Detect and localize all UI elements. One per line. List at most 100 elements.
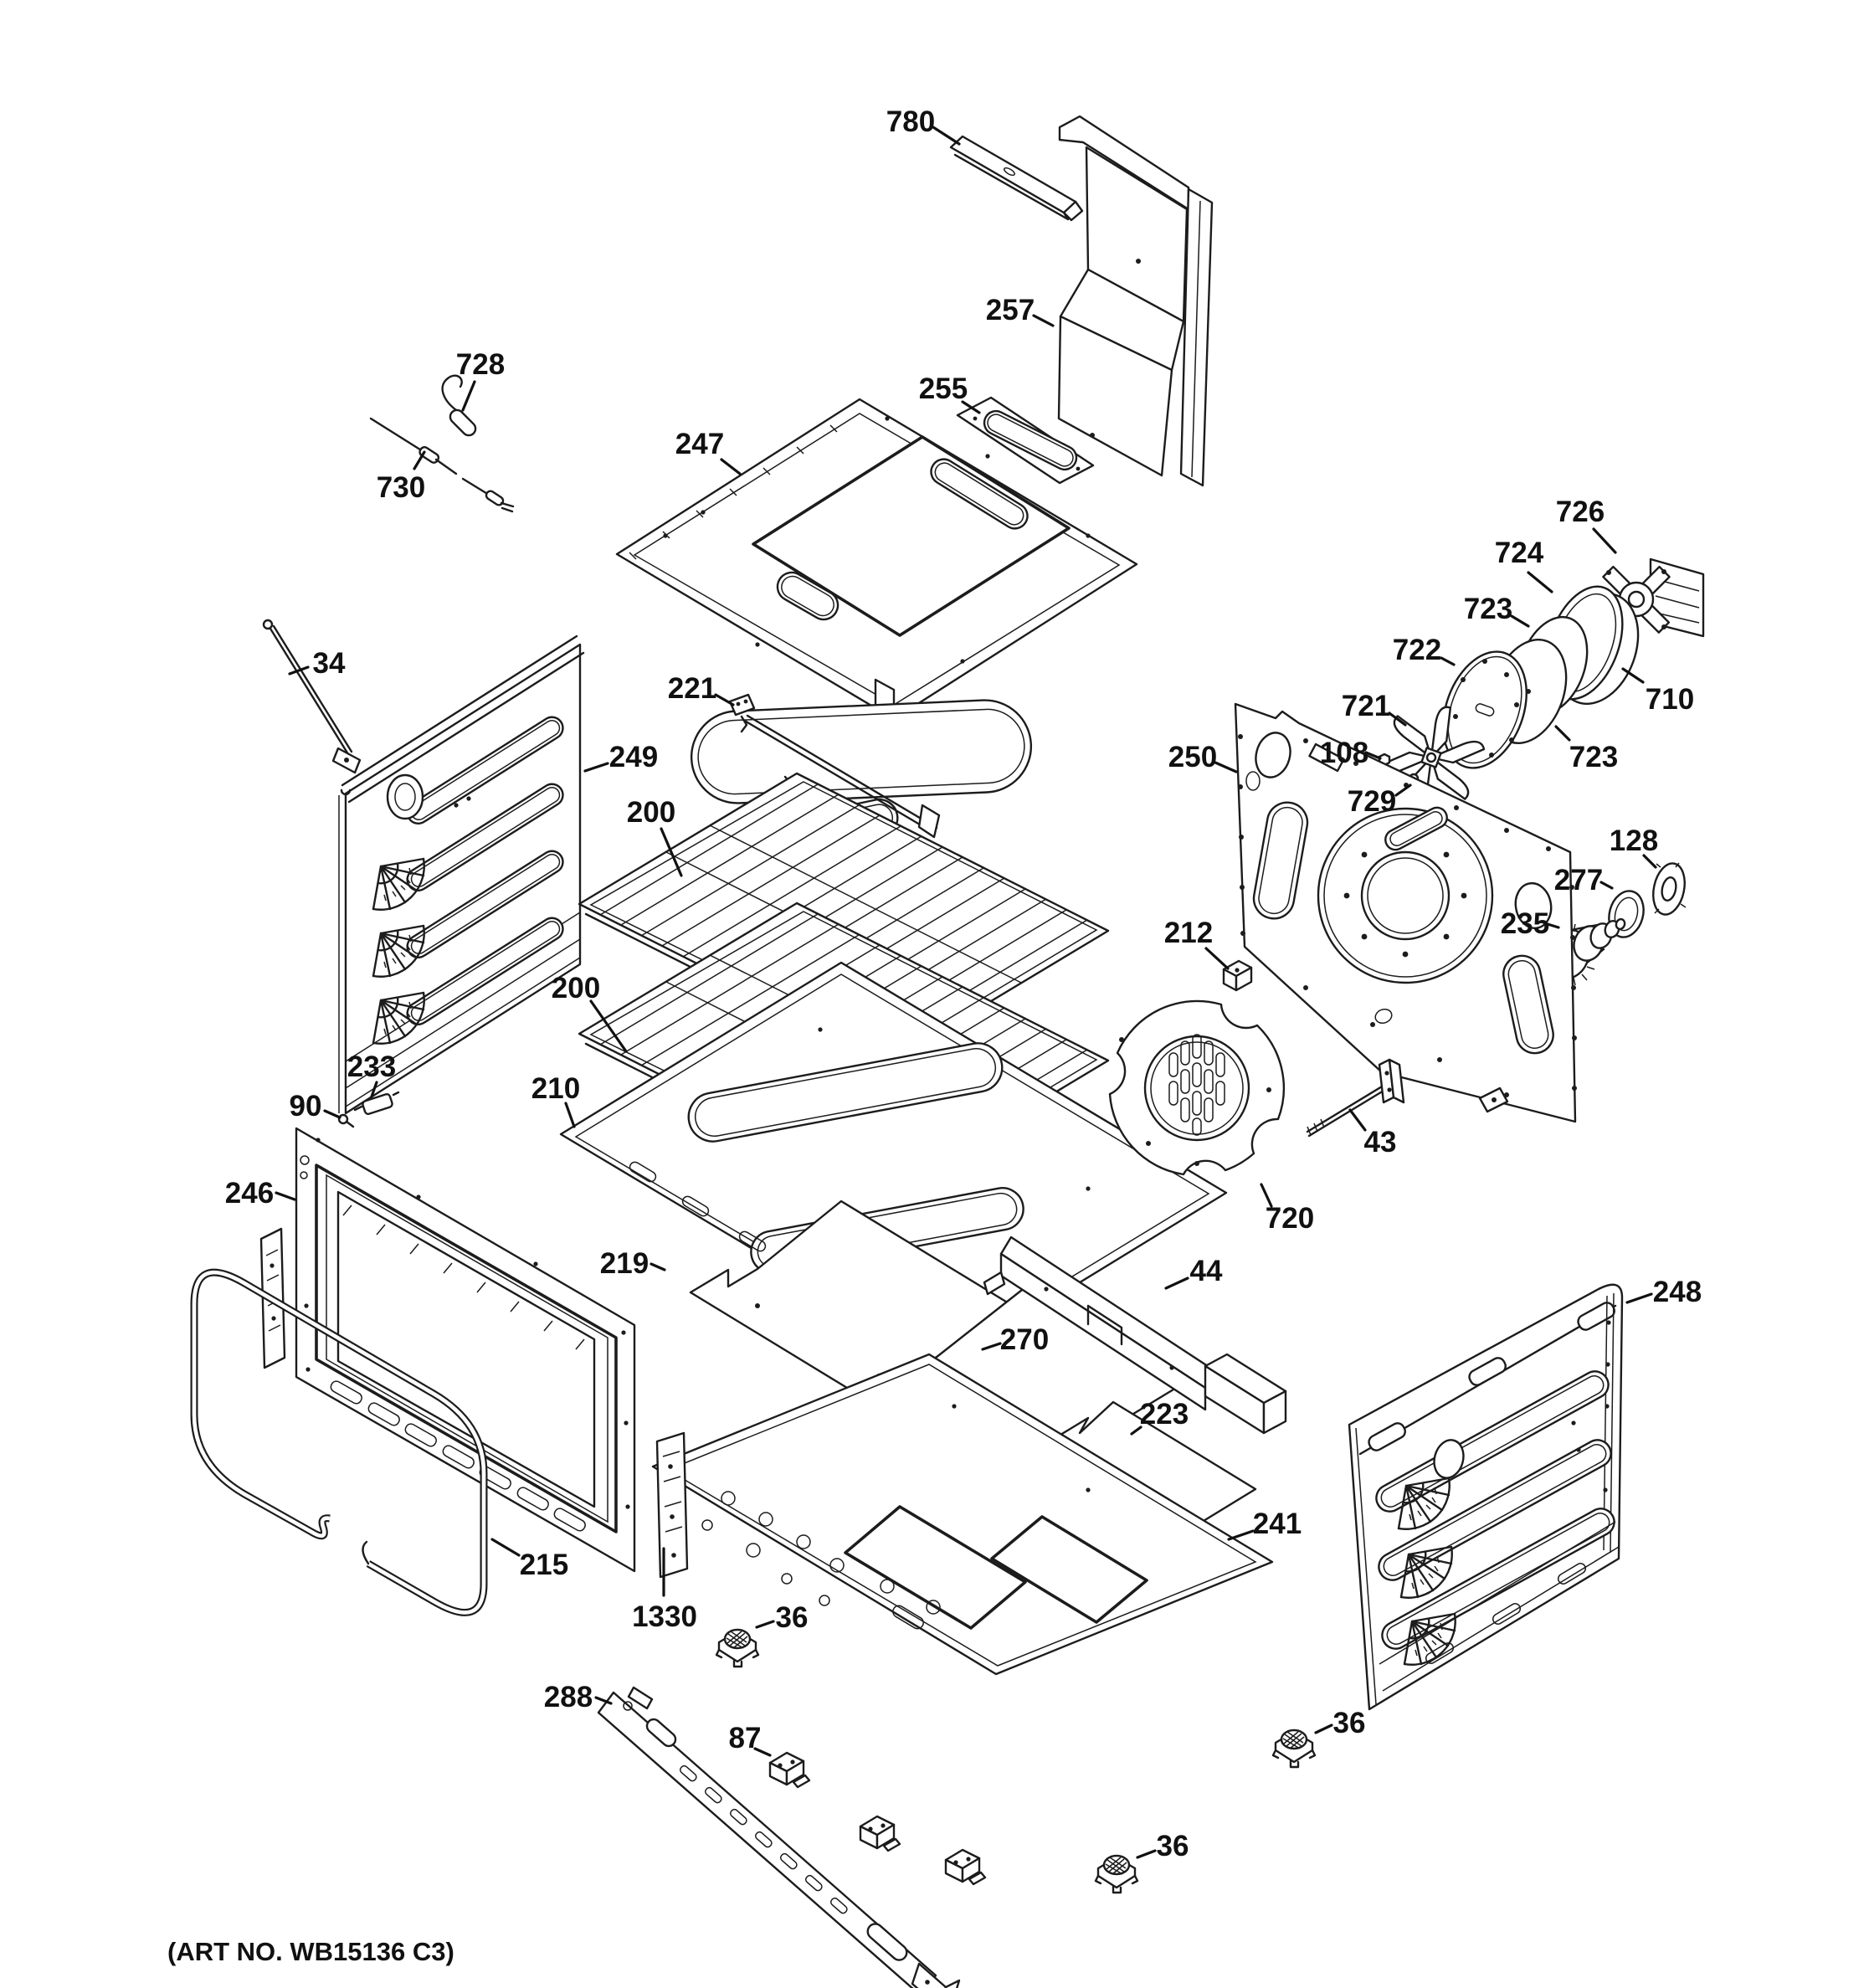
callout-723-lower: 723 [1569,741,1618,773]
callout-34: 34 [313,647,346,680]
callout-724: 724 [1495,537,1544,569]
part-oven-top-panel [615,398,1138,723]
part-foot-front [715,1628,760,1668]
part-vent-duct-44 [983,1235,1287,1435]
callout-leader-720 [1260,1183,1273,1208]
callout-leader-212 [1204,947,1230,970]
callout-leader-219 [650,1262,666,1271]
callout-leader-257 [1032,314,1055,327]
callout-277: 277 [1554,864,1603,896]
callout-leader-249 [583,762,609,773]
callout-leader-730 [413,450,426,470]
callout-721: 721 [1342,690,1390,722]
callout-leader-87 [753,1747,772,1757]
callout-leader-36-bottom [1136,1849,1157,1859]
callout-108: 108 [1320,737,1368,769]
callout-leader-128 [1642,854,1657,869]
callout-249: 249 [609,741,658,773]
part-thermostat-sensor [441,374,477,437]
callout-leader-726 [1592,527,1617,554]
part-screw-233 [353,1091,400,1116]
callout-leader-108 [1364,751,1382,760]
callout-leader-722 [1440,656,1456,666]
part-screw-90 [337,1113,355,1128]
callout-leader-210 [564,1102,576,1128]
callout-leader-221 [714,693,735,706]
callout-233: 233 [347,1051,396,1083]
callout-221: 221 [668,672,716,705]
callout-219: 219 [600,1247,649,1280]
part-side-panel-right [1348,1283,1624,1711]
callout-1330: 1330 [632,1600,697,1633]
callout-leader-34 [288,665,310,676]
part-foot-bottom [1094,1854,1139,1894]
part-bracket-212 [1222,959,1253,992]
callout-leader-44 [1164,1277,1189,1290]
callout-729: 729 [1348,785,1396,818]
callout-leader-721 [1388,711,1407,727]
callout-leader-729 [1394,783,1412,797]
callout-90: 90 [290,1090,322,1122]
callout-leader-247 [720,458,742,475]
part-clip-87c [944,1848,987,1886]
part-rear-panel [1234,702,1577,1123]
callout-36-front: 36 [776,1601,809,1634]
callout-730: 730 [377,471,425,504]
callout-87: 87 [729,1722,762,1754]
callout-250: 250 [1168,741,1217,773]
part-side-panel-left [338,634,585,1115]
callout-leader-233 [370,1081,378,1098]
callout-235: 235 [1501,907,1549,940]
callout-leader-235 [1546,922,1560,929]
callout-layer: 7802572552477287303424922120020021023390… [225,105,1702,1862]
part-foot-right [1271,1729,1317,1769]
callout-leader-723-lower [1554,725,1571,742]
part-oven-sensor-probe [262,619,362,774]
part-clip-87b [859,1815,901,1852]
part-clip-87a [768,1751,811,1789]
part-bottom-pan [651,1353,1274,1676]
callout-leader-246 [275,1191,296,1201]
callout-210: 210 [531,1072,580,1105]
callout-36-bottom: 36 [1157,1830,1189,1862]
callout-223: 223 [1140,1398,1189,1431]
art-number: (ART NO. WB15136 C3) [167,1937,454,1966]
callout-288: 288 [544,1681,593,1713]
callout-128: 128 [1610,824,1658,857]
callout-710: 710 [1646,683,1694,716]
callout-leader-248 [1625,1292,1653,1304]
callout-723-upper: 723 [1464,593,1512,625]
part-fan-plate-722 [1442,650,1528,769]
callout-241: 241 [1253,1508,1302,1540]
part-grommet-128 [1652,862,1687,916]
callout-44: 44 [1190,1255,1223,1287]
callout-720: 720 [1266,1202,1314,1235]
part-fan-cover [1108,999,1286,1176]
callout-728: 728 [456,348,505,381]
callout-246: 246 [225,1177,274,1210]
callout-leader-250 [1214,761,1238,773]
callout-248: 248 [1653,1276,1702,1308]
callout-722: 722 [1393,634,1441,666]
callout-leader-255 [961,400,981,414]
callout-247: 247 [675,428,724,460]
callout-726: 726 [1556,496,1605,528]
callout-270: 270 [1000,1323,1049,1356]
callout-leader-241 [1227,1529,1255,1541]
callout-leader-723-upper [1510,614,1530,628]
callout-leader-36-right [1314,1723,1333,1734]
callout-255: 255 [919,372,968,405]
callout-215: 215 [520,1549,568,1581]
part-top-deflector [949,135,1084,222]
callout-leader-780 [932,126,961,146]
part-door-gasket [190,1268,488,1616]
part-fan-blade-721 [1377,706,1486,809]
callout-leader-288 [594,1696,613,1705]
callout-leader-200-lower [589,999,628,1053]
callout-leader-223 [1130,1426,1142,1436]
part-rear-riser-panel [1057,115,1214,487]
callout-212: 212 [1164,917,1213,949]
callout-leader-710 [1621,667,1645,684]
